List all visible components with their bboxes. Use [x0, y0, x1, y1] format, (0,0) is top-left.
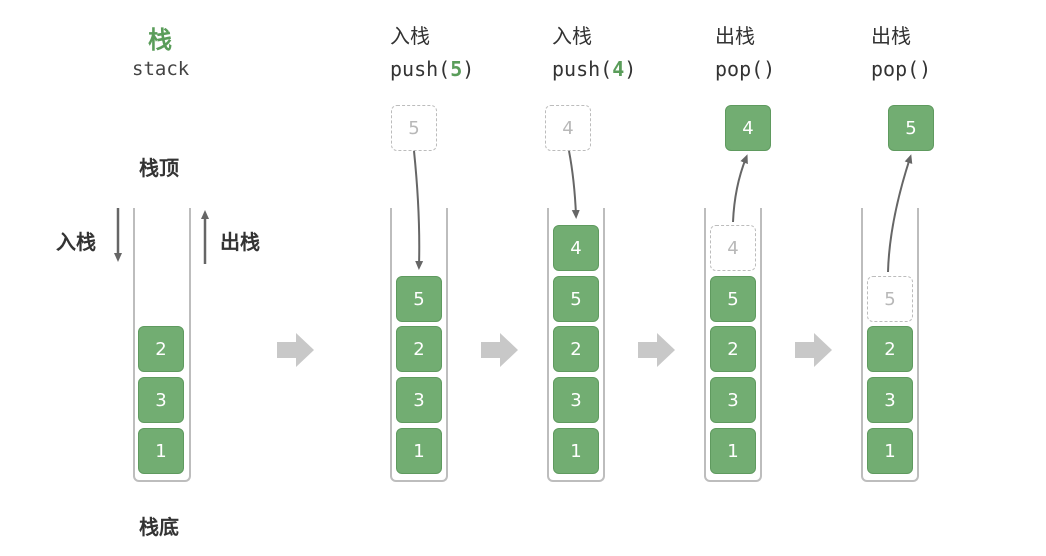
stack-container	[390, 208, 448, 482]
stack-container	[704, 208, 762, 482]
flow-arrow-icon	[277, 333, 314, 367]
floating-element: 5	[391, 105, 437, 151]
step-op-label: 出栈	[715, 24, 755, 48]
step-function-call: pop()	[715, 57, 775, 81]
stack-item: 1	[553, 428, 599, 474]
fn-suffix: )	[919, 57, 932, 81]
flow-arrow-icon	[638, 333, 675, 367]
fn-suffix: )	[624, 57, 637, 81]
step-function-call: push(4)	[552, 57, 636, 81]
stack-item: 1	[396, 428, 442, 474]
stack-item: 2	[553, 326, 599, 372]
stack-item: 2	[138, 326, 184, 372]
stack-item: 3	[710, 377, 756, 423]
ghost-element: 4	[710, 225, 756, 271]
stack-item: 3	[396, 377, 442, 423]
stack-item: 1	[710, 428, 756, 474]
stack-top-label: 栈顶	[139, 156, 179, 180]
push-curve-arrow	[568, 150, 580, 219]
stack-container	[861, 208, 919, 482]
fn-arg: 5	[450, 57, 463, 81]
stack-item: 1	[867, 428, 913, 474]
fn-suffix: )	[763, 57, 776, 81]
stack-container	[547, 208, 605, 482]
stack-item: 5	[710, 276, 756, 322]
stack-item: 2	[710, 326, 756, 372]
fn-arg: 4	[612, 57, 625, 81]
floating-element: 5	[888, 105, 934, 151]
stack-item: 5	[396, 276, 442, 322]
stack-container-left	[133, 208, 191, 482]
stack-item: 3	[553, 377, 599, 423]
flow-arrow-icon	[795, 333, 832, 367]
stack-subtitle: stack	[132, 58, 190, 80]
stack-item: 4	[553, 225, 599, 271]
stack-item: 5	[553, 276, 599, 322]
step-function-call: push(5)	[390, 57, 474, 81]
stack-item: 2	[396, 326, 442, 372]
ghost-element: 5	[867, 276, 913, 322]
flow-arrow-icon	[481, 333, 518, 367]
push-label: 入栈	[56, 230, 96, 254]
fn-prefix: pop(	[871, 57, 920, 81]
fn-prefix: push(	[390, 57, 451, 81]
fn-suffix: )	[462, 57, 475, 81]
stack-item: 2	[867, 326, 913, 372]
step-op-label: 入栈	[552, 24, 592, 48]
stack-item: 3	[867, 377, 913, 423]
step-op-label: 入栈	[390, 24, 430, 48]
stack-title: 栈	[148, 26, 172, 54]
floating-element: 4	[545, 105, 591, 151]
fn-prefix: pop(	[715, 57, 764, 81]
step-op-label: 出栈	[871, 24, 911, 48]
stack-bottom-label: 栈底	[139, 515, 179, 539]
fn-prefix: push(	[552, 57, 613, 81]
step-function-call: pop()	[871, 57, 931, 81]
pop-label: 出栈	[220, 230, 260, 254]
stack-item: 3	[138, 377, 184, 423]
floating-element: 4	[725, 105, 771, 151]
stack-item: 1	[138, 428, 184, 474]
